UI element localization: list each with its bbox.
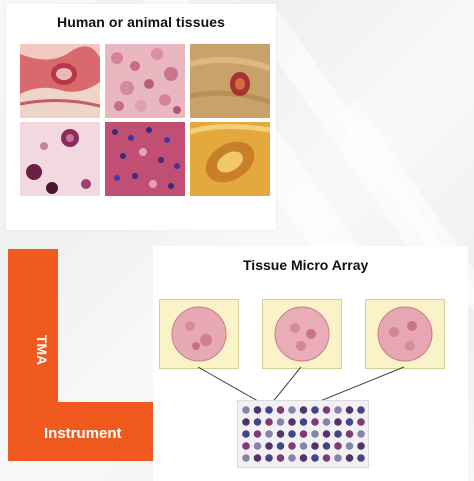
array-dot bbox=[242, 454, 250, 462]
array-dot bbox=[311, 406, 319, 414]
array-dot bbox=[277, 406, 285, 414]
instrument-label: Instrument bbox=[44, 424, 154, 444]
array-dot bbox=[265, 418, 273, 426]
array-dot bbox=[334, 406, 342, 414]
array-dot bbox=[300, 418, 308, 426]
array-dot bbox=[254, 406, 262, 414]
array-dot bbox=[300, 442, 308, 450]
array-dot bbox=[323, 442, 331, 450]
array-dot bbox=[288, 454, 296, 462]
array-dot bbox=[346, 442, 354, 450]
array-dot bbox=[346, 406, 354, 414]
array-dot bbox=[300, 430, 308, 438]
array-dot bbox=[242, 442, 250, 450]
array-dot bbox=[357, 406, 365, 414]
array-dot bbox=[311, 454, 319, 462]
array-dot bbox=[254, 454, 262, 462]
array-dot bbox=[334, 454, 342, 462]
array-dot bbox=[265, 430, 273, 438]
array-dot bbox=[277, 442, 285, 450]
array-dot bbox=[346, 418, 354, 426]
array-dot bbox=[288, 442, 296, 450]
array-dot bbox=[346, 430, 354, 438]
array-dot bbox=[277, 430, 285, 438]
array-dot bbox=[242, 418, 250, 426]
array-dot bbox=[254, 418, 262, 426]
array-dot bbox=[265, 442, 273, 450]
array-dot bbox=[300, 454, 308, 462]
array-dot bbox=[334, 442, 342, 450]
array-dot bbox=[242, 430, 250, 438]
tissue-array-slide bbox=[237, 400, 369, 468]
array-dot bbox=[357, 454, 365, 462]
array-dots bbox=[238, 401, 368, 467]
array-dot bbox=[311, 430, 319, 438]
array-dot bbox=[300, 406, 308, 414]
array-dot bbox=[323, 418, 331, 426]
array-dot bbox=[242, 406, 250, 414]
array-dot bbox=[346, 454, 354, 462]
array-dot bbox=[311, 442, 319, 450]
array-dot bbox=[357, 418, 365, 426]
array-dot bbox=[288, 418, 296, 426]
array-dot bbox=[323, 406, 331, 414]
array-dot bbox=[357, 442, 365, 450]
array-dot bbox=[288, 406, 296, 414]
array-dot bbox=[265, 454, 273, 462]
array-dot bbox=[334, 418, 342, 426]
array-dot bbox=[277, 418, 285, 426]
array-dot bbox=[265, 406, 273, 414]
array-dot bbox=[311, 418, 319, 426]
array-dot bbox=[323, 454, 331, 462]
array-dot bbox=[288, 430, 296, 438]
array-dot bbox=[334, 430, 342, 438]
array-dot bbox=[277, 454, 285, 462]
tma-label: TMA bbox=[32, 320, 52, 380]
array-dot bbox=[254, 442, 262, 450]
array-dot bbox=[357, 430, 365, 438]
array-dot bbox=[323, 430, 331, 438]
array-dot bbox=[254, 430, 262, 438]
